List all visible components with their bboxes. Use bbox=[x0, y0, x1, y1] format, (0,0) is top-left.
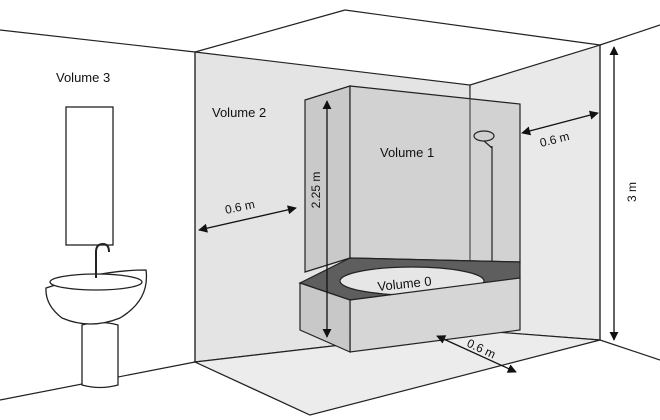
label-left-distance: 0.6 m bbox=[224, 197, 256, 217]
arrow-right-distance bbox=[521, 110, 599, 136]
label-height-inner: 2.25 m bbox=[309, 172, 323, 209]
shower-head-icon bbox=[473, 130, 495, 262]
label-volume-2: Volume 2 bbox=[212, 105, 266, 120]
mirror bbox=[65, 106, 114, 246]
label-volume-1: Volume 1 bbox=[380, 145, 434, 160]
arrow-front-distance bbox=[436, 335, 517, 373]
washbasin bbox=[45, 269, 148, 389]
volume-1-zone bbox=[304, 85, 521, 273]
bathtub bbox=[298, 257, 521, 353]
label-volume-3: Volume 3 bbox=[56, 70, 110, 85]
tap-icon bbox=[95, 242, 110, 278]
arrow-left-distance bbox=[198, 205, 297, 233]
label-height-room: 3 m bbox=[625, 182, 639, 202]
dimension-arrows bbox=[198, 46, 619, 373]
label-volume-0: Volume 0 bbox=[377, 273, 432, 294]
